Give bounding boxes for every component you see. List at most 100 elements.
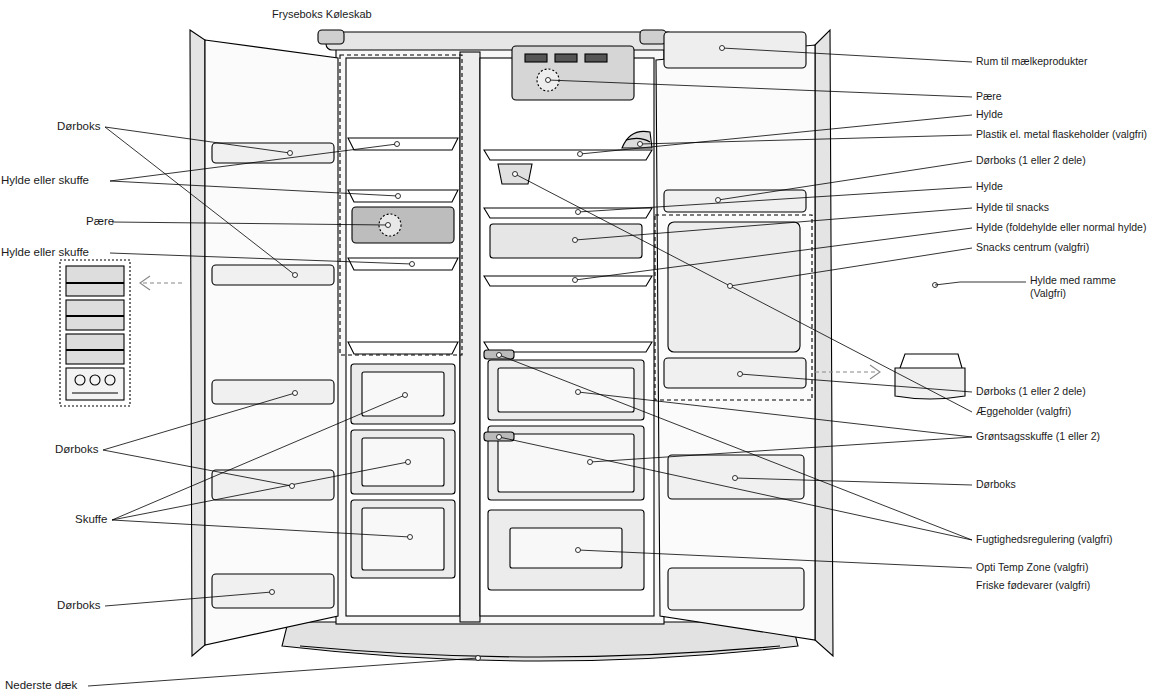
leader-line	[575, 208, 972, 240]
opti-temp-drawer	[488, 510, 644, 590]
cabinet-body	[336, 42, 664, 624]
freezer-door	[205, 40, 338, 645]
inset-panel	[66, 368, 124, 400]
leader-line	[578, 550, 972, 568]
part-label: Dørboks	[976, 478, 1016, 491]
part-label: Hylde med ramme (Valgfri)	[1030, 274, 1118, 300]
part-label: Grøntsagsskuffe (1 eller 2)	[976, 430, 1100, 443]
leader-dot	[716, 198, 721, 203]
freezer-drawer	[351, 430, 455, 494]
leader-line	[548, 80, 972, 97]
leader-line	[580, 115, 972, 154]
framed-shelf	[895, 368, 965, 399]
leader-dot	[638, 142, 643, 147]
leader-dot	[497, 353, 502, 358]
leader-line	[718, 161, 972, 200]
part-label: Hylde eller skuffe	[1, 245, 89, 259]
leader-dot	[573, 278, 578, 283]
shelf-frame	[900, 354, 962, 368]
door-bin	[212, 574, 334, 608]
inset-knob	[75, 375, 85, 385]
drawer-front	[362, 372, 444, 416]
part-label: Dørboks (1 eller 2 dele)	[976, 385, 1086, 398]
leader-dots	[270, 46, 938, 661]
leader-line	[740, 374, 972, 392]
door-edge	[190, 30, 205, 656]
door-bin	[664, 358, 806, 388]
inset-line	[66, 315, 124, 317]
freezer-drawer	[351, 364, 455, 424]
leader-line	[110, 181, 398, 196]
leader-line	[578, 392, 972, 437]
part-label: Dørboks	[55, 442, 98, 456]
inset-line	[66, 282, 124, 284]
part-label: Dørboks (1 eller 2 dele)	[976, 154, 1086, 167]
fridge-shelf	[484, 208, 652, 218]
leader-dot	[406, 460, 411, 465]
leader-line	[112, 395, 405, 520]
display	[585, 54, 607, 62]
part-label: Æggeholder (valgfri)	[976, 405, 1071, 418]
part-label: Pære	[976, 90, 1002, 103]
fridge-door	[656, 45, 815, 640]
center-divider	[460, 52, 480, 622]
leader-dot	[410, 262, 415, 267]
leader-line	[640, 135, 972, 144]
leader-dot	[573, 238, 578, 243]
leader-line	[590, 437, 972, 462]
leader-line	[730, 248, 972, 286]
arrow-head	[870, 365, 880, 379]
drawer-front	[362, 438, 444, 486]
door-bin	[212, 265, 334, 285]
leader-dot	[728, 284, 733, 289]
leader-dot	[395, 142, 400, 147]
leader-line	[575, 228, 972, 280]
leader-dot	[546, 78, 551, 83]
part-label: Rum til mælkeprodukter	[976, 55, 1087, 68]
inset-line	[72, 392, 118, 393]
leader-line	[110, 144, 397, 181]
leader-line	[112, 222, 388, 225]
inset-frame	[60, 260, 130, 406]
leader-dot	[513, 172, 518, 177]
part-label: Dørboks	[57, 119, 100, 133]
leader-dot	[576, 548, 581, 553]
dairy-compartment	[664, 32, 806, 68]
part-label: Nederste dæk	[5, 678, 77, 692]
door-bin	[668, 455, 804, 499]
dashed-arrow	[142, 282, 182, 283]
humidity-control	[484, 350, 514, 359]
drawer-front	[510, 528, 622, 568]
freezer-shelf	[348, 342, 458, 354]
part-label: Plastik el. metal flaskeholder (valgfri)	[976, 128, 1147, 141]
inset-line	[66, 349, 124, 351]
part-label: Hylde til snacks	[976, 201, 1049, 214]
leader-dot	[576, 210, 581, 215]
inset-shelf	[66, 334, 124, 364]
base-curve	[300, 646, 780, 657]
inset-shelf	[66, 300, 124, 330]
drawer-front	[362, 508, 444, 570]
leader-dot	[288, 151, 293, 156]
leader-line	[105, 592, 272, 606]
leader-dot	[720, 46, 725, 51]
part-label: Dørboks	[57, 598, 100, 612]
leader-dot	[576, 390, 581, 395]
leader-line	[499, 437, 972, 540]
door-bin	[664, 190, 806, 212]
leader-line	[578, 187, 972, 212]
leader-dot	[403, 393, 408, 398]
dashed-arrow	[815, 371, 878, 372]
egg-holder	[498, 164, 532, 184]
leader-line	[515, 174, 972, 412]
leader-dot	[497, 435, 502, 440]
leader-line	[103, 393, 295, 450]
inset-knob	[105, 375, 115, 385]
leader-dot	[293, 391, 298, 396]
part-label: Opti Temp Zone (valgfri)	[976, 561, 1088, 574]
inset-shelf	[66, 266, 124, 296]
leader-line	[112, 520, 410, 537]
door-bin	[668, 568, 804, 610]
leader-dot	[408, 535, 413, 540]
